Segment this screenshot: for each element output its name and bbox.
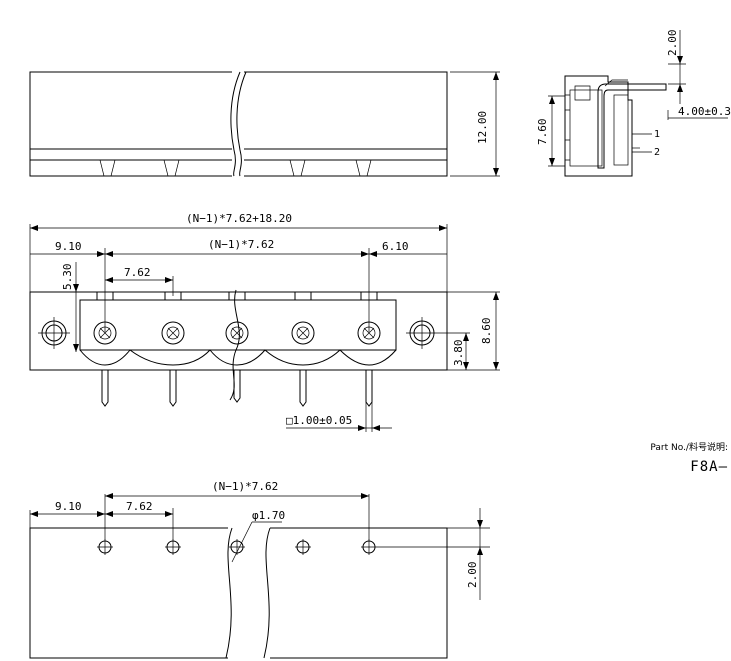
side-callout-1: 1 bbox=[654, 129, 660, 140]
front-height-dim: 8.60 bbox=[480, 318, 493, 345]
pcb-pitch-span-dim: (N−1)*7.62 bbox=[212, 480, 278, 493]
front-left-dim: 9.10 bbox=[55, 240, 82, 253]
front-pitch-span-dim: (N−1)*7.62 bbox=[208, 238, 274, 251]
front-right-dim: 6.10 bbox=[382, 240, 409, 253]
pcb-edge-dim: 2.00 bbox=[466, 562, 479, 589]
part-number-label: Part No./料号说明: bbox=[650, 443, 728, 453]
top-view: 12.00 bbox=[29, 70, 500, 180]
pcb-view: 9.10 7.62 (N−1)*7.62 φ1.70 2.00 bbox=[29, 480, 490, 660]
pcb-pitch-dim: 7.62 bbox=[126, 500, 153, 513]
front-overall-dim: (N−1)*7.62+18.20 bbox=[186, 212, 292, 225]
front-pin-size-dim: □1.00±0.05 bbox=[286, 414, 352, 427]
side-height-dim: 7.60 bbox=[536, 119, 549, 146]
front-pin-height-dim: 3.80 bbox=[452, 340, 465, 367]
side-view: 1 2 2.00 4.00±0.3 7.60 bbox=[536, 30, 731, 177]
side-top-dim: 2.00 bbox=[666, 30, 679, 57]
pcb-left-dim: 9.10 bbox=[55, 500, 82, 513]
pcb-hole-dim: φ1.70 bbox=[252, 509, 285, 522]
top-view-height-dim: 12.00 bbox=[476, 111, 489, 144]
pcb-holes bbox=[97, 539, 377, 555]
part-info: Part No./料号说明: F8A— bbox=[608, 440, 728, 475]
front-vertical-dim-left: 5.30 bbox=[61, 264, 74, 291]
front-pitch-dim: 7.62 bbox=[124, 266, 151, 279]
side-pin-dim: 4.00±0.3 bbox=[678, 105, 731, 118]
front-view: (N−1)*7.62+18.20 (N−1)*7.62 9.10 6.10 7.… bbox=[29, 212, 500, 432]
part-number-code: F8A— bbox=[690, 459, 728, 475]
screw-positions bbox=[93, 321, 381, 345]
side-callout-2: 2 bbox=[654, 147, 660, 158]
